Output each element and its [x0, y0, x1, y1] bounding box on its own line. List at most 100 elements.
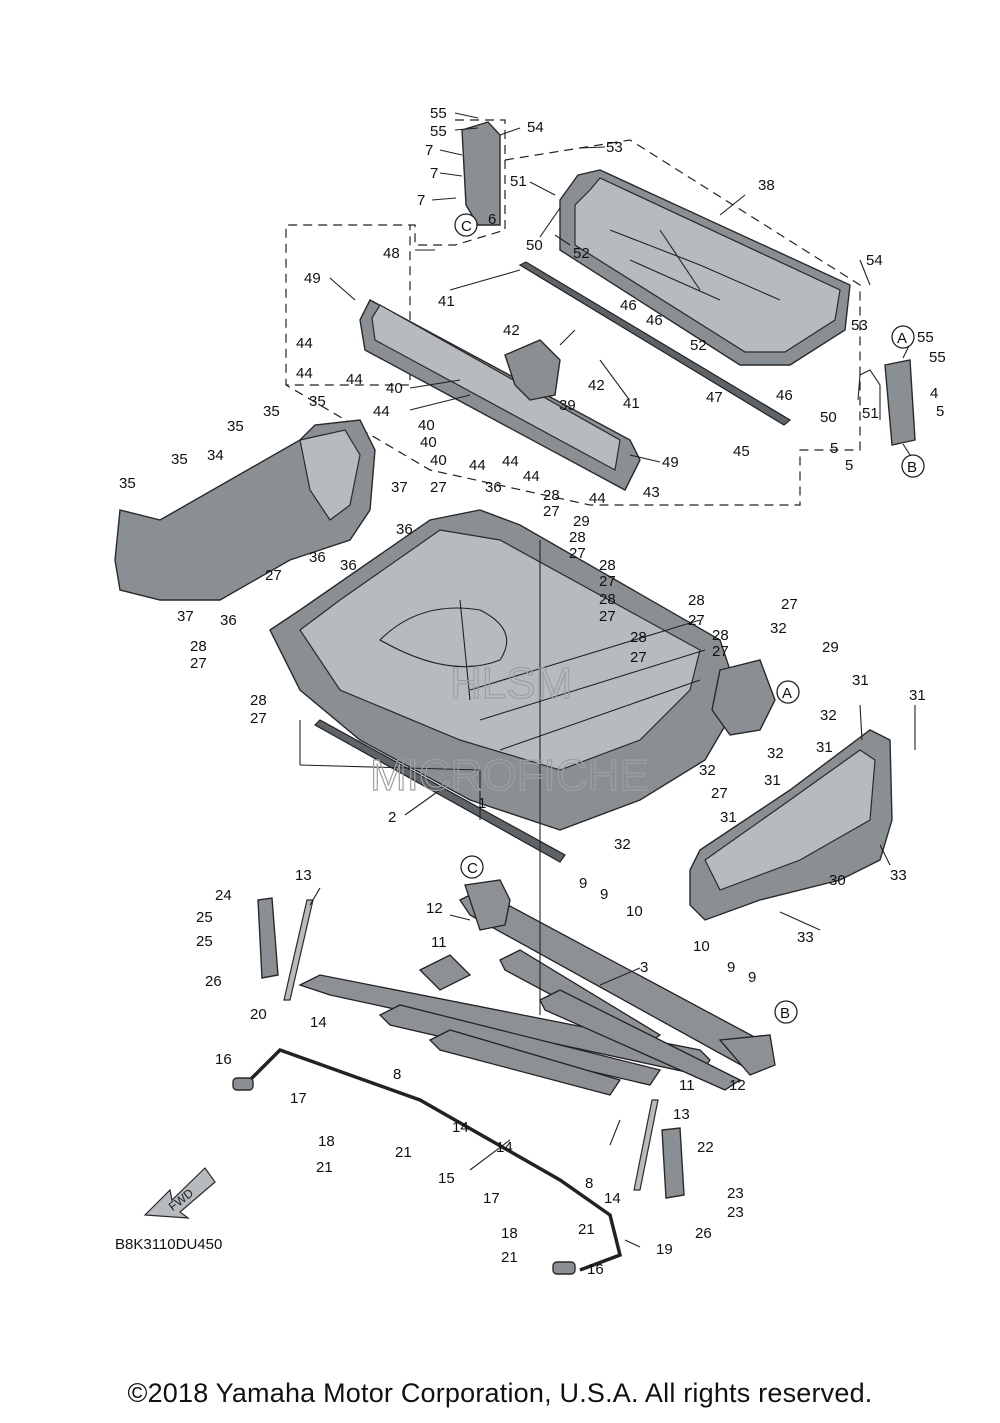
rear-panel — [359, 299, 641, 491]
part-label-18: 18 — [318, 1133, 335, 1150]
part-label-7: 7 — [430, 165, 438, 182]
part-label-23: 23 — [727, 1204, 744, 1221]
part-label-37: 37 — [177, 608, 194, 625]
part-label-33: 33 — [890, 867, 907, 884]
tailgate — [559, 169, 851, 366]
part-label-19: 19 — [656, 1241, 673, 1258]
part-label-37: 37 — [391, 479, 408, 496]
part-label-18: 18 — [501, 1225, 518, 1242]
part-label-27: 27 — [190, 655, 207, 672]
part-label-49: 49 — [304, 270, 321, 287]
part-label-10: 10 — [626, 903, 643, 920]
part-label-53: 53 — [851, 317, 868, 334]
part-label-44: 44 — [296, 335, 313, 352]
support-pipe-left — [283, 899, 314, 1001]
part-label-28: 28 — [630, 629, 647, 646]
part-label-50: 50 — [820, 409, 837, 426]
part-label-44: 44 — [523, 468, 540, 485]
part-label-35: 35 — [119, 475, 136, 492]
bracket-24 — [257, 897, 279, 979]
part-label-44: 44 — [502, 453, 519, 470]
part-label-25: 25 — [196, 909, 213, 926]
fwd-arrow: FWD — [143, 1167, 216, 1219]
part-label-52: 52 — [573, 245, 590, 262]
group-outline-tailgate — [285, 139, 861, 506]
part-label-28: 28 — [712, 627, 729, 644]
part-label-55: 55 — [430, 105, 447, 122]
part-label-32: 32 — [767, 745, 784, 762]
part-label-17: 17 — [290, 1090, 307, 1107]
part-label-35: 35 — [171, 451, 188, 468]
part-label-6: 6 — [488, 211, 496, 228]
part-label-3: 3 — [640, 959, 648, 976]
svg-text:C: C — [467, 860, 478, 877]
side-bracket-c — [461, 121, 501, 226]
part-label-49: 49 — [662, 454, 679, 471]
part-label-24: 24 — [215, 887, 232, 904]
copyright-notice: ©2018 Yamaha Motor Corporation, U.S.A. A… — [127, 1378, 873, 1408]
part-label-32: 32 — [770, 620, 787, 637]
part-label-14: 14 — [496, 1139, 513, 1156]
part-label-31: 31 — [720, 809, 737, 826]
part-label-23: 23 — [727, 1185, 744, 1202]
ref-marker-c-top: C — [454, 213, 478, 237]
part-label-46: 46 — [776, 387, 793, 404]
part-label-27: 27 — [265, 567, 282, 584]
part-label-35: 35 — [263, 403, 280, 420]
part-label-40: 40 — [418, 417, 435, 434]
part-label-41: 41 — [438, 293, 455, 310]
part-label-34: 34 — [207, 447, 224, 464]
grip-16-upper — [232, 1077, 254, 1091]
part-label-51: 51 — [510, 173, 527, 190]
part-label-14: 14 — [452, 1119, 469, 1136]
part-label-31: 31 — [816, 739, 833, 756]
bracket-22 — [661, 1127, 685, 1199]
part-label-20: 20 — [250, 1006, 267, 1023]
part-label-14: 14 — [310, 1014, 327, 1031]
ref-marker-c-frame: C — [460, 855, 484, 879]
part-label-29: 29 — [822, 639, 839, 656]
part-label-5: 5 — [936, 403, 944, 420]
part-label-16: 16 — [215, 1051, 232, 1068]
part-label-27: 27 — [569, 545, 586, 562]
part-label-14: 14 — [604, 1190, 621, 1207]
part-label-8: 8 — [393, 1066, 401, 1083]
part-label-27: 27 — [599, 573, 616, 590]
drawing-code: B8K3110DU450 — [115, 1236, 222, 1253]
left-side-panel — [114, 419, 376, 601]
part-label-33: 33 — [797, 929, 814, 946]
part-label-48: 48 — [383, 245, 400, 262]
part-label-38: 38 — [758, 177, 775, 194]
part-label-44: 44 — [469, 457, 486, 474]
part-label-8: 8 — [585, 1175, 593, 1192]
part-label-2: 2 — [388, 809, 396, 826]
part-label-21: 21 — [316, 1159, 333, 1176]
part-label-22: 22 — [697, 1139, 714, 1156]
latch-bracket — [504, 339, 561, 401]
svg-text:A: A — [782, 685, 792, 702]
part-label-26: 26 — [695, 1225, 712, 1242]
part-label-45: 45 — [733, 443, 750, 460]
part-label-15: 15 — [438, 1170, 455, 1187]
hinge-loop — [857, 369, 881, 420]
frame — [298, 879, 776, 1096]
part-label-13: 13 — [295, 867, 312, 884]
part-label-28: 28 — [543, 487, 560, 504]
part-label-42: 42 — [588, 377, 605, 394]
ref-marker-a-top: A — [891, 325, 915, 349]
seal-rail — [518, 261, 792, 426]
part-label-11: 11 — [431, 934, 447, 951]
part-label-21: 21 — [501, 1249, 518, 1266]
grip-16-lower — [552, 1261, 576, 1275]
corner-bracket-a — [711, 659, 776, 736]
part-label-9: 9 — [748, 969, 756, 986]
part-label-28: 28 — [250, 692, 267, 709]
ref-marker-b-top: B — [901, 454, 925, 478]
part-label-52: 52 — [690, 337, 707, 354]
part-label-7: 7 — [417, 192, 425, 209]
part-label-27: 27 — [711, 785, 728, 802]
part-label-28: 28 — [599, 557, 616, 574]
part-label-9: 9 — [600, 886, 608, 903]
part-label-55: 55 — [430, 123, 447, 140]
part-label-44: 44 — [373, 403, 390, 420]
